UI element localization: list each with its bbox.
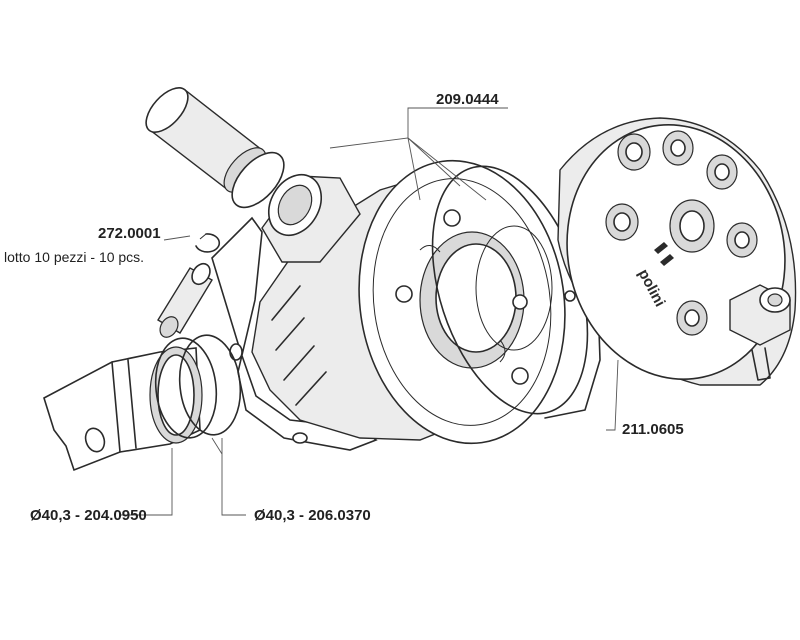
piston-label: Ø40,3 - 204.0950 bbox=[30, 507, 147, 524]
circlip-pack-note: lotto 10 pezzi - 10 pcs. bbox=[4, 249, 144, 265]
piston bbox=[43, 346, 203, 472]
head-bolt-holes bbox=[605, 130, 758, 336]
gasket-set-label: 209.0444 bbox=[436, 91, 499, 108]
piston-pin bbox=[157, 262, 213, 338]
polini-logo-mark-icon bbox=[654, 242, 674, 266]
circlip-code-label: 272.0001 bbox=[98, 225, 161, 242]
piston-rings bbox=[154, 334, 242, 439]
piston-rings-label: Ø40,3 - 206.0370 bbox=[254, 507, 371, 524]
cylinder-head: polini bbox=[557, 117, 797, 386]
part-labels: 209.0444 272.0001 lotto 10 pezzi - 10 pc… bbox=[4, 91, 684, 524]
cylinder-head-label: 211.0605 bbox=[622, 421, 684, 438]
leader-lines bbox=[120, 107, 619, 516]
circlip bbox=[195, 233, 221, 253]
exhaust-sleeve bbox=[145, 87, 285, 209]
cylinder-body bbox=[211, 159, 566, 451]
